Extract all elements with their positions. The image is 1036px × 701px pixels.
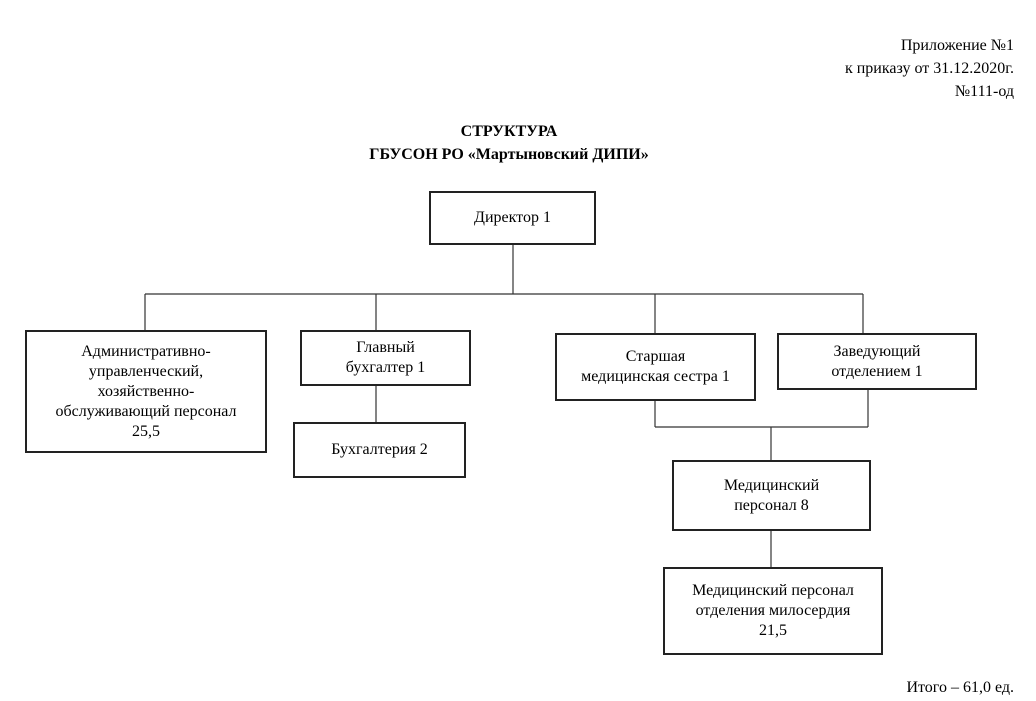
total-units: Итого – 61,0 ед. — [906, 679, 1014, 696]
box-head-nurse: Старшая медицинская сестра 1 — [555, 333, 756, 401]
document-title: СТРУКТУРА ГБУСОН РО «Мартыновский ДИПИ» — [309, 120, 709, 166]
box-dept-head: Заведующий отделением 1 — [777, 333, 977, 390]
box-mercy-staff: Медицинский персонал отделения милосерди… — [663, 567, 883, 655]
box-chief-accountant-label: Главный бухгалтер 1 — [345, 339, 426, 376]
box-admin-staff-label: Административно- управленческий, хозяйст… — [55, 342, 237, 440]
appendix-note: Приложение №1 к приказу от 31.12.2020г. … — [845, 34, 1014, 103]
box-medical-staff: Медицинский персонал 8 — [672, 460, 871, 531]
box-director: Директор 1 — [429, 191, 596, 245]
appendix-line-2: к приказу от 31.12.2020г. — [844, 60, 1014, 77]
box-medical-staff-label: Медицинский персонал 8 — [723, 476, 820, 514]
box-accounting-label: Бухгалтерия 2 — [331, 441, 428, 458]
box-director-label: Директор 1 — [474, 209, 551, 226]
box-accounting: Бухгалтерия 2 — [293, 422, 466, 478]
title-line-1: СТРУКТУРА — [460, 123, 558, 140]
box-admin-staff: Административно- управленческий, хозяйст… — [25, 330, 267, 453]
box-chief-accountant: Главный бухгалтер 1 — [300, 330, 471, 386]
title-line-2: ГБУСОН РО «Мартыновский ДИПИ» — [369, 146, 649, 163]
box-head-nurse-label: Старшая медицинская сестра 1 — [581, 348, 730, 385]
box-dept-head-label: Заведующий отделением 1 — [831, 342, 923, 380]
appendix-line-1: Приложение №1 — [900, 37, 1014, 54]
appendix-line-3: №111-од — [954, 83, 1014, 100]
box-mercy-staff-label: Медицинский персонал отделения милосерди… — [692, 582, 854, 639]
